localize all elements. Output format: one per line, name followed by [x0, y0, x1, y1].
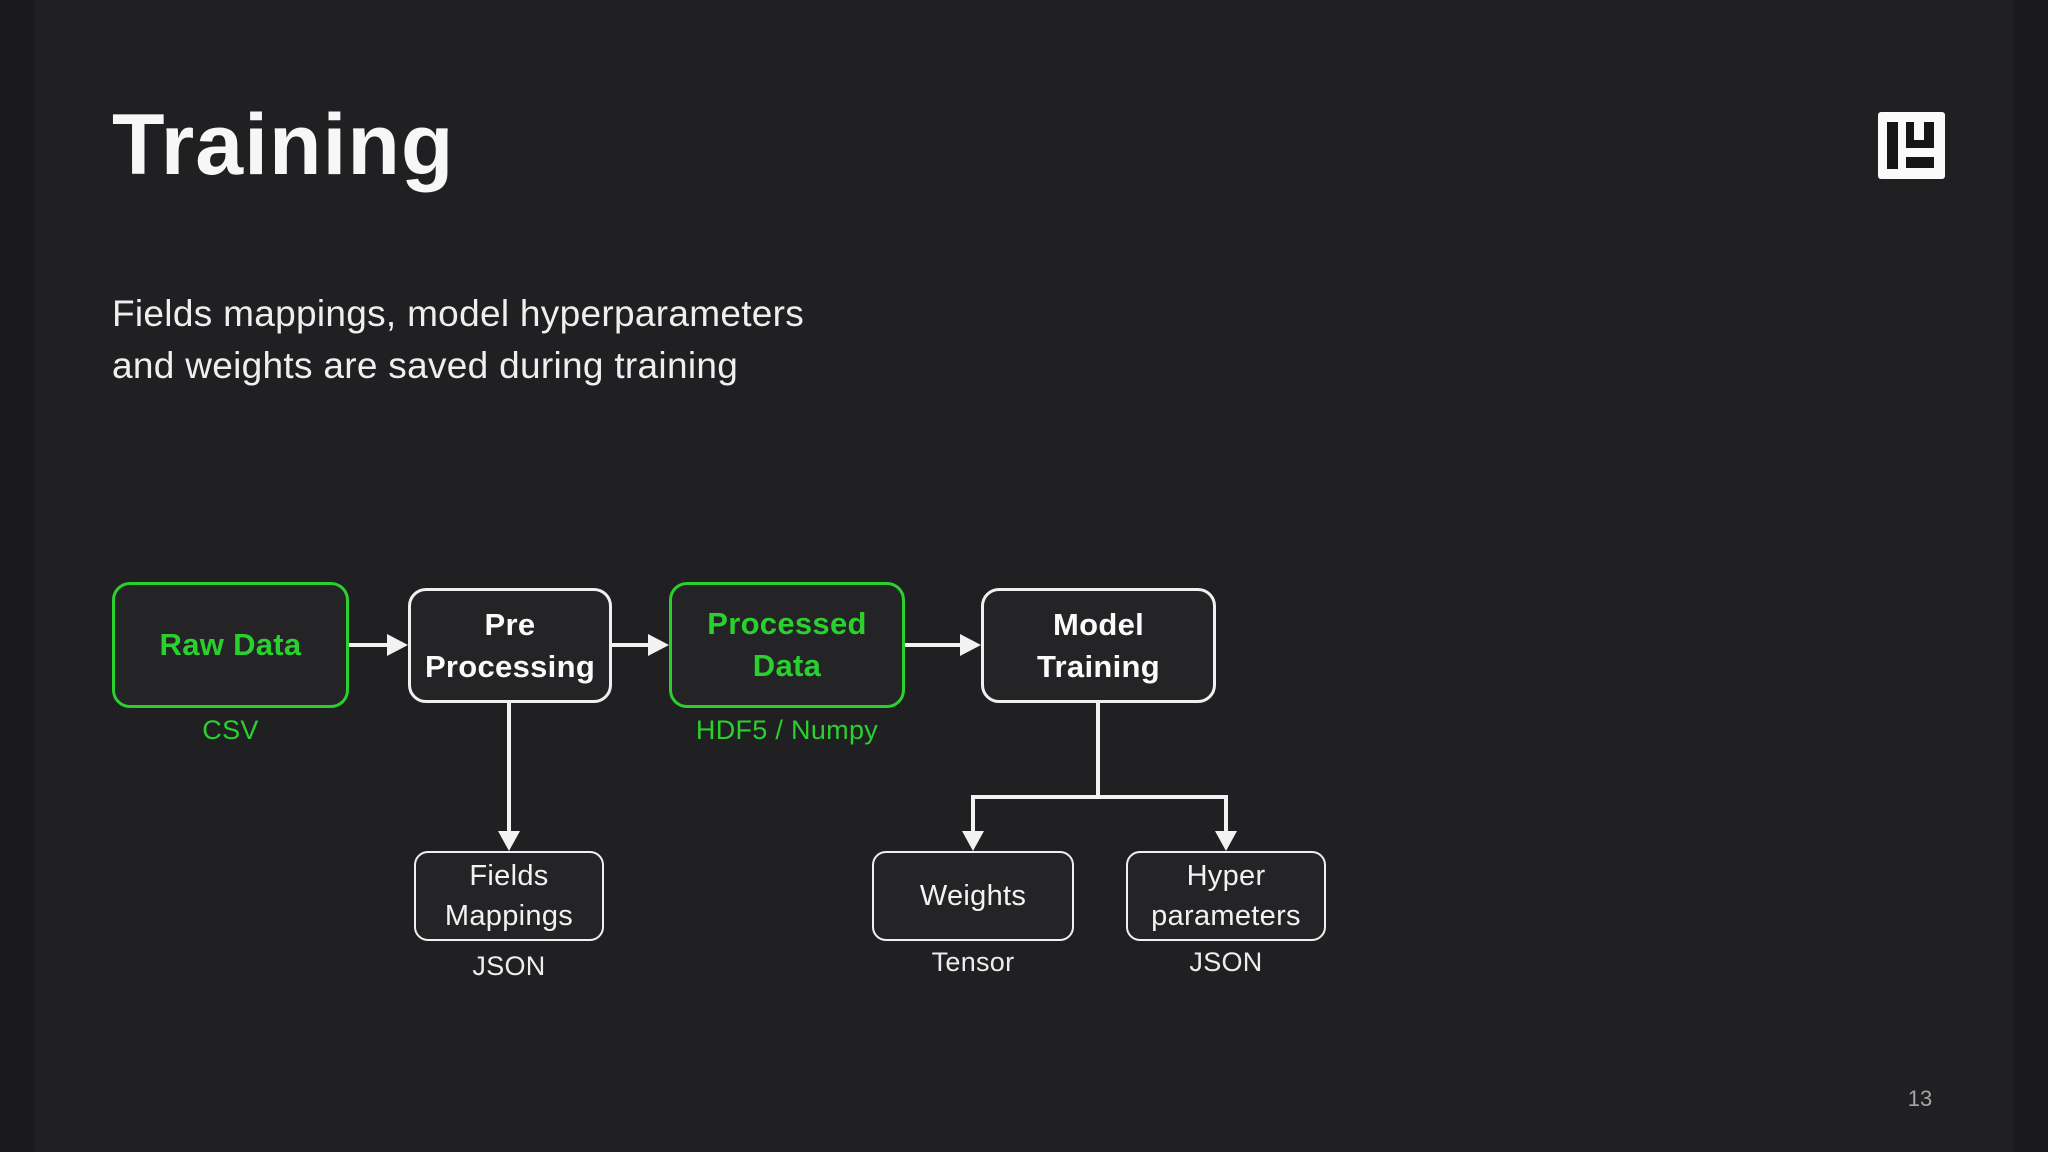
- node-weights: Weights: [872, 851, 1074, 941]
- arrowhead-icon: [960, 634, 981, 656]
- arrowhead-icon: [962, 831, 984, 851]
- caption-fields-mappings-format: JSON: [472, 951, 546, 981]
- node-label: Raw Data: [159, 627, 302, 662]
- node-model-training: Model Training: [981, 588, 1216, 703]
- left-edge-band: [0, 0, 34, 1152]
- subtitle-line: and weights are saved during training: [112, 345, 739, 386]
- node-label: Processed: [707, 606, 867, 641]
- node-label: Hyper: [1186, 860, 1266, 892]
- arrowhead-icon: [387, 634, 408, 656]
- page-number: 13: [1907, 1086, 1933, 1111]
- subtitle-line: Fields mappings, model hyperparameters: [112, 293, 805, 334]
- subtitle: Fields mappings, model hyperparameters a…: [112, 288, 804, 392]
- node-label: Mappings: [444, 900, 574, 932]
- node-label: Data: [752, 648, 822, 683]
- caption-hyper-parameters-format: JSON: [1189, 947, 1263, 977]
- node-label: Weights: [919, 880, 1027, 912]
- caption-processed-data-format: HDF5 / Numpy: [695, 715, 879, 745]
- node-label: Fields: [469, 860, 549, 892]
- caption-weights-format: Tensor: [931, 947, 1015, 977]
- node-hyper-parameters: Hyper parameters: [1126, 851, 1326, 941]
- arrowhead-icon: [648, 634, 669, 656]
- node-label: Processing: [424, 648, 596, 684]
- node-label: Pre: [484, 606, 536, 642]
- node-fields-mappings: Fields Mappings: [414, 851, 604, 941]
- node-label: Training: [1037, 648, 1160, 684]
- company-logo-icon: [1878, 112, 1945, 179]
- arrowhead-icon: [1215, 831, 1237, 851]
- node-label: parameters: [1151, 900, 1301, 932]
- page-title: Training: [112, 97, 455, 193]
- right-edge-band: [2014, 0, 2048, 1152]
- arrowhead-icon: [498, 831, 520, 851]
- node-pre-processing: Pre Processing: [408, 588, 612, 703]
- node-processed-data: Processed Data: [669, 582, 905, 708]
- node-label: Model: [1052, 606, 1145, 642]
- caption-raw-data-format: CSV: [202, 715, 259, 745]
- node-raw-data: Raw Data: [112, 582, 349, 708]
